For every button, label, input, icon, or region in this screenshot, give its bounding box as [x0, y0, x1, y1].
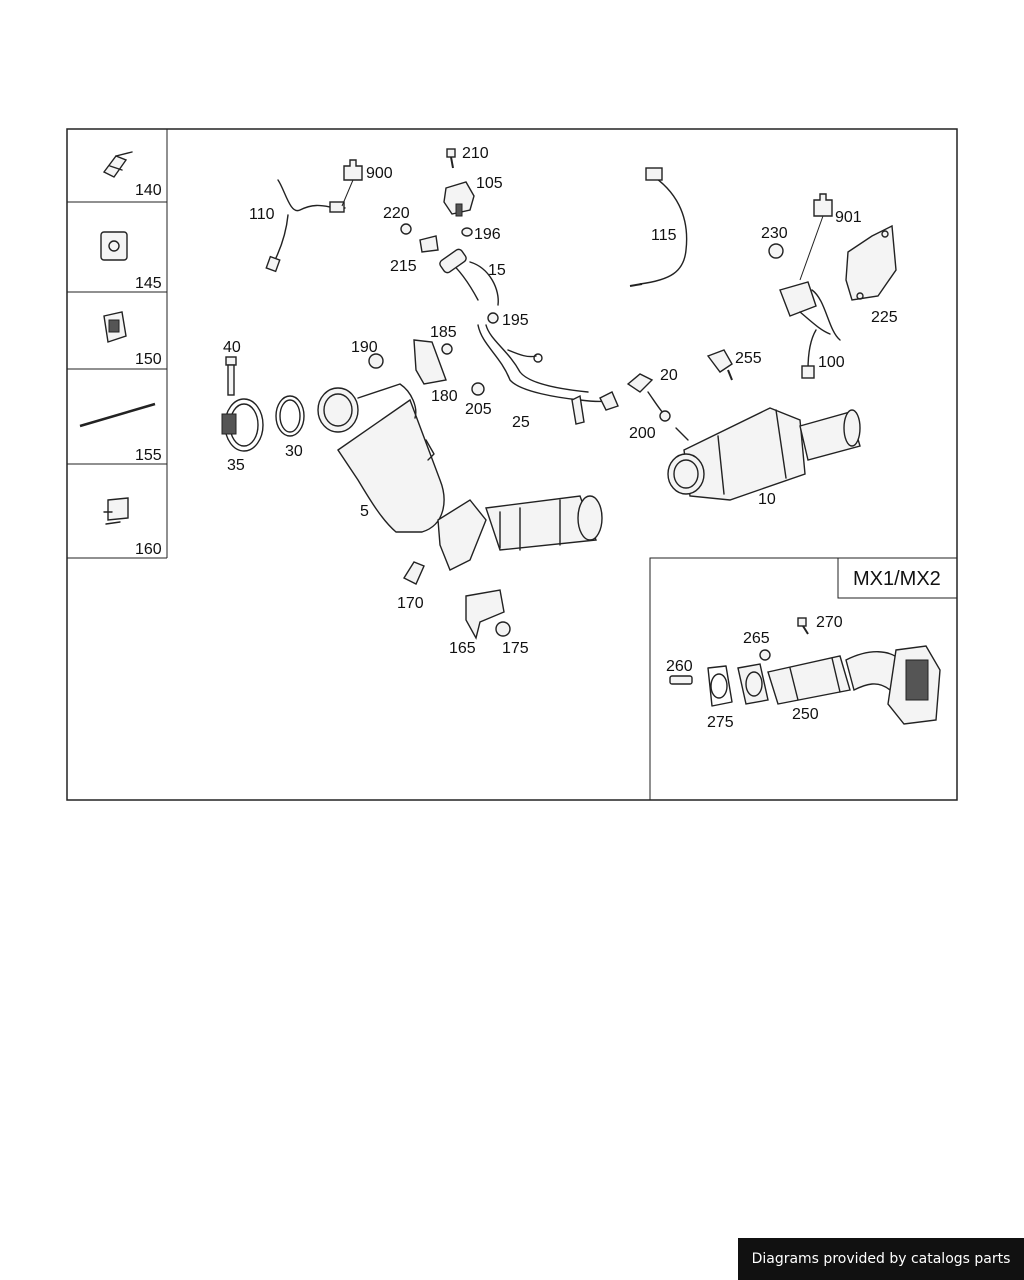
oxygen-sensor-100[interactable]	[801, 329, 817, 379]
pipe-170[interactable]	[402, 561, 425, 585]
side-label-150: 150	[135, 351, 162, 368]
hose-20[interactable]	[626, 373, 665, 415]
inset-mx1-mx2: MX1/MX2 270 265 260 275 250	[649, 557, 957, 800]
side-part-145[interactable]: 145	[100, 231, 162, 292]
nut-205[interactable]	[471, 382, 485, 396]
side-part-150[interactable]: 150	[103, 311, 162, 368]
callout-260: 260	[666, 658, 693, 675]
callout-225: 225	[871, 309, 898, 326]
credit-banner: Diagrams provided by catalogs parts	[738, 1238, 1024, 1280]
callout-255: 255	[735, 350, 762, 367]
callout-115: 115	[651, 227, 677, 244]
callout-215: 215	[390, 258, 417, 275]
callout-200: 200	[629, 425, 656, 442]
callout-5: 5	[360, 503, 369, 520]
temperature-sensor-115[interactable]	[629, 167, 688, 287]
clamp-196[interactable]	[461, 227, 473, 237]
pipe-25[interactable]	[477, 324, 619, 425]
callout-30: 30	[285, 443, 303, 460]
callout-35: 35	[227, 457, 245, 474]
side-panel: 140 145 150 155 160	[67, 129, 168, 559]
nut-175[interactable]	[495, 621, 511, 637]
side-part-140[interactable]: 140	[102, 151, 162, 199]
callout-110: 110	[249, 206, 275, 223]
particulate-filter-5[interactable]	[317, 383, 603, 571]
callout-25: 25	[512, 414, 530, 431]
callout-900: 900	[366, 165, 393, 182]
bracket-225[interactable]	[845, 224, 897, 301]
nut-220[interactable]	[400, 223, 412, 235]
callout-195: 195	[502, 312, 529, 329]
callout-105: 105	[476, 175, 503, 192]
callout-250: 250	[792, 706, 819, 723]
bracket-215[interactable]	[419, 235, 439, 253]
bolt-40[interactable]	[225, 356, 237, 396]
side-label-145: 145	[135, 275, 162, 292]
callout-180: 180	[431, 388, 458, 405]
callout-901: 901	[835, 209, 862, 226]
gasket-275[interactable]	[707, 665, 733, 707]
callout-265: 265	[743, 630, 770, 647]
nut-185[interactable]	[441, 343, 453, 355]
clamp-200[interactable]	[659, 410, 671, 422]
side-part-155[interactable]: 155	[79, 402, 162, 464]
side-label-160: 160	[135, 541, 162, 558]
callout-175: 175	[502, 640, 529, 657]
hose-15[interactable]	[438, 248, 499, 306]
gasket-30[interactable]	[275, 395, 305, 437]
oxygen-sensor-110[interactable]	[265, 179, 346, 273]
nut-230[interactable]	[768, 243, 784, 259]
bolt-270[interactable]	[797, 617, 809, 635]
callout-205: 205	[465, 401, 492, 418]
stud-260[interactable]	[669, 675, 693, 685]
bracket-165[interactable]	[465, 589, 505, 640]
callout-230: 230	[761, 225, 788, 242]
callout-15: 15	[488, 262, 506, 279]
diagram-frame	[66, 128, 958, 801]
catalytic-converter-10[interactable]	[667, 407, 861, 501]
callout-196: 196	[474, 226, 501, 243]
connector-901	[799, 193, 833, 281]
callout-165: 165	[449, 640, 476, 657]
bracket-255[interactable]	[706, 349, 733, 381]
callout-270: 270	[816, 614, 843, 631]
callout-170: 170	[397, 595, 424, 612]
callout-20: 20	[660, 367, 678, 384]
side-label-140: 140	[135, 182, 162, 199]
bolt-210[interactable]	[446, 148, 456, 169]
clamp-35[interactable]	[221, 398, 264, 452]
pressure-sensor-105[interactable]	[443, 181, 475, 217]
callout-100: 100	[818, 354, 845, 371]
connector-900	[341, 159, 363, 207]
washer-190[interactable]	[368, 353, 384, 369]
callout-185: 185	[430, 324, 457, 341]
callout-labels: 110 900 210 105 220 196 215 15 115 230 9…	[223, 145, 898, 657]
callout-10: 10	[758, 491, 776, 508]
nut-265[interactable]	[759, 649, 771, 661]
callout-210: 210	[462, 145, 489, 162]
sensor-port-10	[675, 427, 689, 441]
control-unit-225-mount[interactable]	[779, 281, 841, 341]
callout-275: 275	[707, 714, 734, 731]
callout-40: 40	[223, 339, 241, 356]
callout-220: 220	[383, 205, 410, 222]
inset-title: MX1/MX2	[853, 568, 941, 590]
side-part-160[interactable]: 160	[103, 497, 162, 558]
side-label-155: 155	[135, 447, 162, 464]
clamp-195[interactable]	[487, 312, 499, 324]
callout-190: 190	[351, 339, 378, 356]
bracket-180[interactable]	[413, 339, 447, 385]
exhaust-pipe-250[interactable]	[737, 645, 941, 725]
